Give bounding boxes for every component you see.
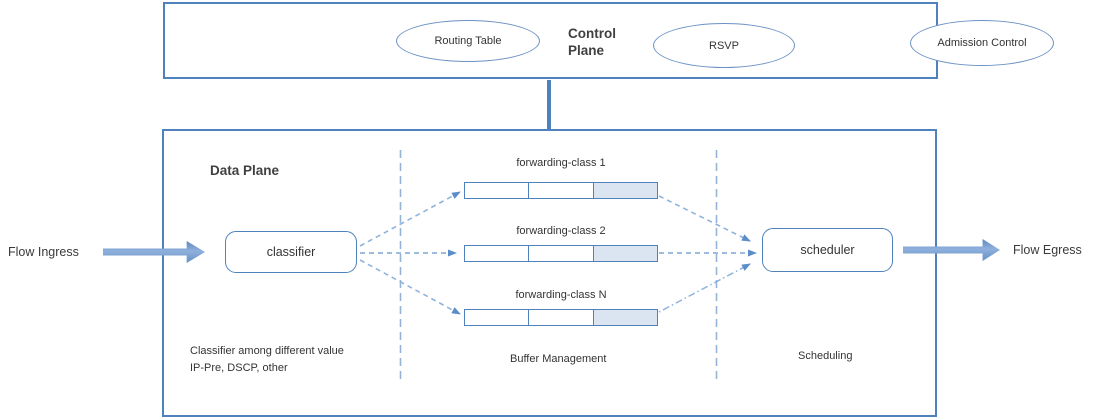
classifier-stage-note-line2: IP-Pre, DSCP, other [190,362,288,374]
flow-egress-label: Flow Egress [1013,243,1082,257]
classifier-node: classifier [225,231,357,273]
routing-table-node: Routing Table [396,20,540,62]
scheduler-label: scheduler [800,243,855,257]
queue-slot [465,246,530,261]
forwarding-class-2-queue [464,245,658,262]
control-plane-title: Control Plane [568,26,616,58]
classifier-stage-note: Classifier among different value IP-Pre,… [190,343,344,377]
data-plane-box [162,129,937,417]
forwarding-class-n-queue [464,309,658,326]
classifier-stage-note-line1: Classifier among different value [190,345,344,357]
admission-control-node: Admission Control [910,20,1054,66]
forwarding-class-n-label: forwarding-class N [515,289,607,301]
forwarding-class-2-label: forwarding-class 2 [516,225,606,237]
control-plane-box: Routing Table RSVP Admission Control Con… [163,2,1054,79]
classifier-label: classifier [266,245,316,259]
routing-table-label: Routing Table [434,35,502,47]
queue-slot [465,183,530,198]
buffer-management-note: Buffer Management [510,353,607,365]
queue-slot [529,183,594,198]
forwarding-class-1-queue [464,182,658,199]
queue-slot-filled [593,246,657,261]
data-plane-title: Data Plane [210,163,280,178]
rsvp-node: RSVP [653,23,795,68]
queue-slot-filled [593,310,657,325]
rsvp-label: RSVP [709,39,739,52]
flow-ingress-arrow-icon [103,241,205,263]
scheduler-node: scheduler [762,228,893,272]
control-data-connector-line [547,80,551,130]
scheduling-note: Scheduling [798,350,853,362]
flow-ingress-label: Flow Ingress [8,245,79,259]
queue-slot-filled [593,183,657,198]
admission-control-label: Admission Control [937,37,1027,49]
queue-slot [529,246,594,261]
forwarding-class-1-label: forwarding-class 1 [516,157,606,169]
queue-slot [529,310,594,325]
queue-slot [465,310,530,325]
